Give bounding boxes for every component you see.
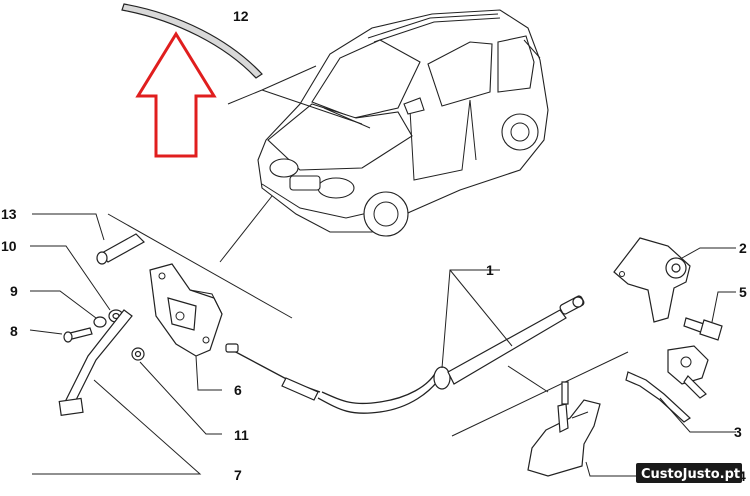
leader-3 [659,397,736,433]
group-line-right [451,351,629,437]
nut-11-part [131,347,145,361]
car-illustration [257,9,549,237]
callout-11: 11 [234,427,249,443]
leader-7 [32,379,202,475]
callout-8: 8 [10,323,18,339]
callout-3: 3 [734,424,742,440]
callout-2: 2 [739,240,747,256]
group-line-latch [107,213,293,319]
bump-stop-part [96,233,145,265]
callout-1: 1 [486,262,494,278]
leader-12-to-car [261,89,363,125]
callout-9: 9 [10,283,18,299]
watermark-text: CustoJusto.pt [641,467,740,482]
leader-8 [29,329,63,335]
hood-hinge-part [613,237,691,323]
leader-10 [30,245,111,311]
callout-5: 5 [739,284,747,300]
leader-1-a [441,269,478,369]
leader-2 [681,247,736,259]
latch-hook-part [527,381,601,477]
red-up-arrow [135,31,217,158]
leader-9 [30,290,97,319]
hood-prop-rod [58,309,133,416]
leader-car-to-latch [219,195,273,263]
watermark: CustoJusto.pt [636,463,742,483]
hood-latch-part [149,263,223,357]
leader-11 [139,361,222,435]
screw-part [63,327,93,343]
callout-7: 7 [234,467,242,483]
hood-release-cable [225,295,585,414]
sensor-part [625,345,709,423]
callout-10: 10 [1,238,17,254]
nut-part [93,316,107,328]
hood-seal-strip [121,3,263,79]
leader-13 [32,213,105,241]
callout-13: 13 [1,206,17,222]
leader-right-group [507,365,549,393]
leader-5 [711,291,736,323]
callout-6: 6 [234,382,242,398]
leader-6 [195,355,222,391]
bolt-part [683,317,723,341]
callout-12: 12 [233,8,249,24]
leader-1-b [449,269,513,347]
